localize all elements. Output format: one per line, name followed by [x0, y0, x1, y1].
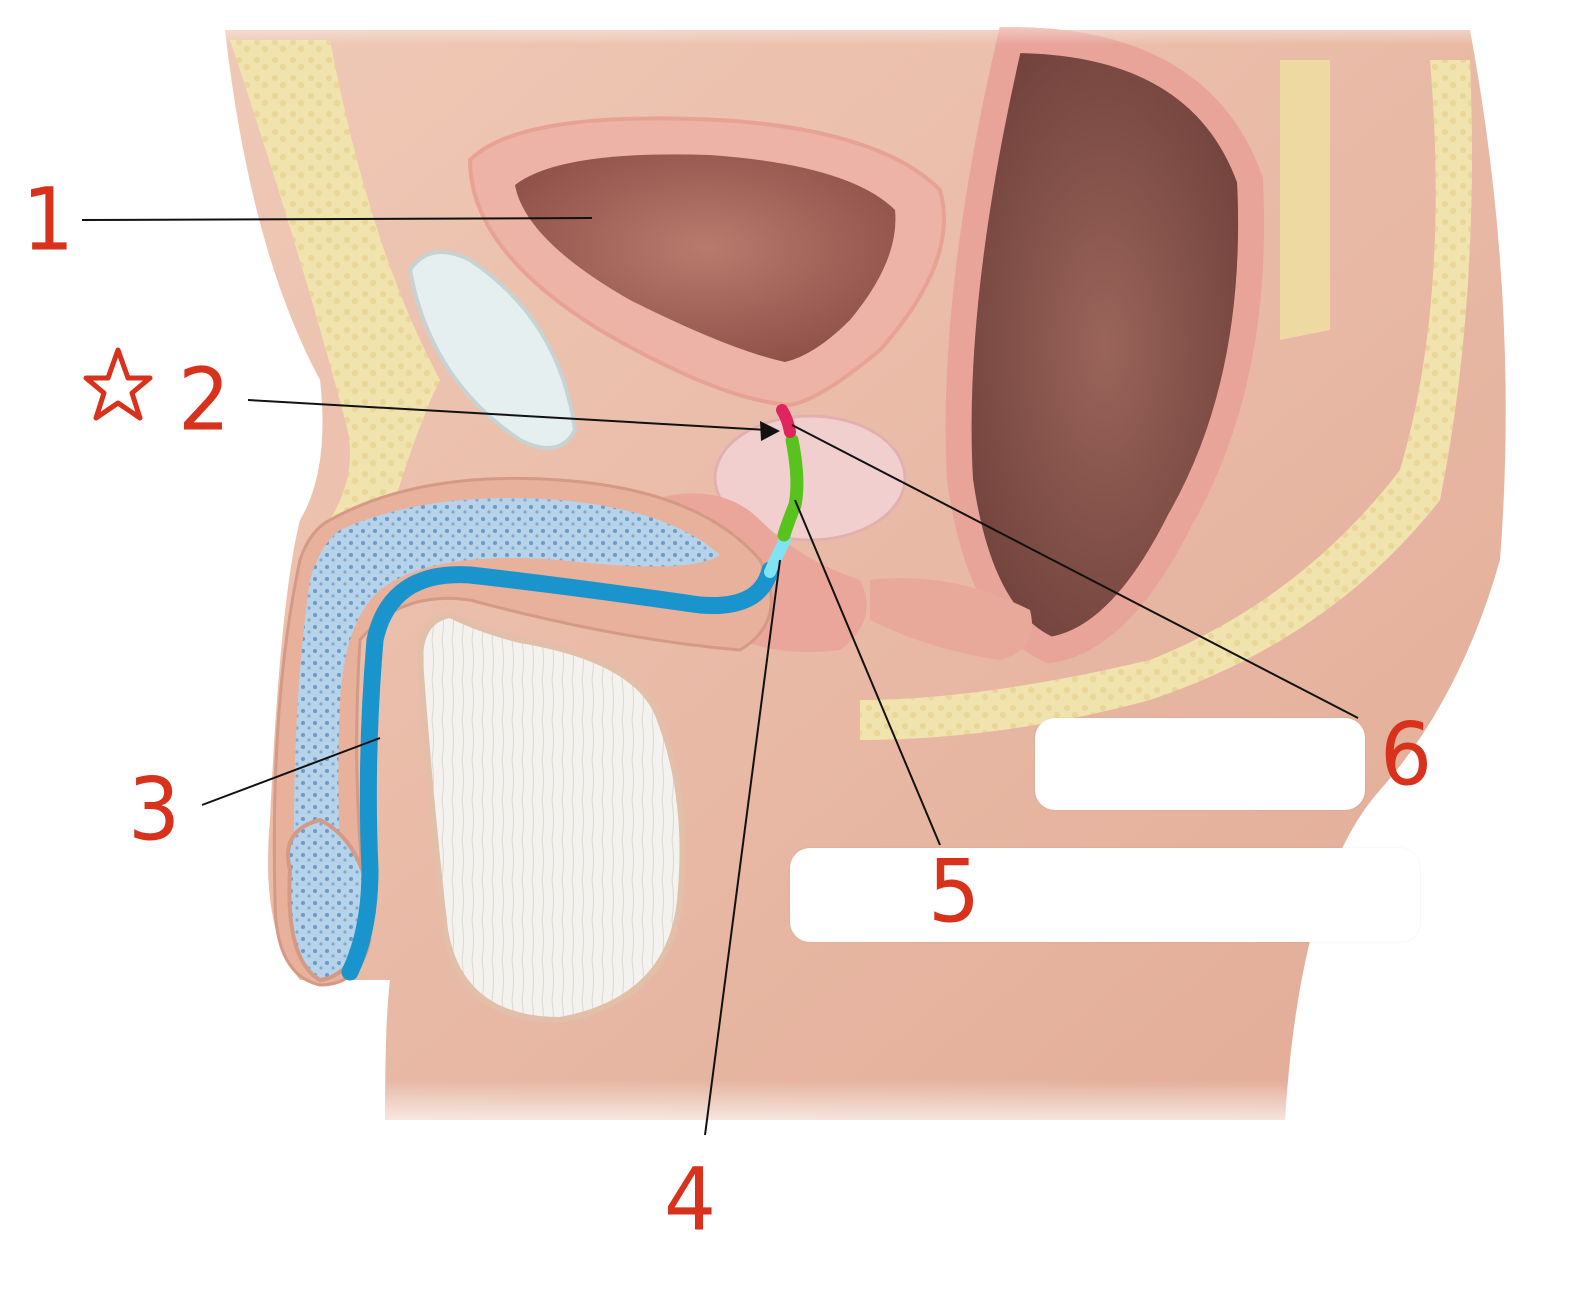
urethra-spongy-segment [341, 561, 779, 981]
urethra [341, 404, 804, 981]
label-2: 2 [178, 350, 231, 451]
subcutaneous-fat [230, 40, 1472, 740]
answer-box-5[interactable] [790, 848, 1420, 942]
urethra-membranous-segment [764, 534, 791, 578]
rectum [945, 26, 1265, 664]
label-1: 1 [22, 170, 75, 271]
answer-box-6[interactable] [1035, 718, 1365, 810]
leader-line-6 [791, 424, 1359, 719]
pubic-symphysis [407, 250, 578, 450]
leader-lines [81, 217, 1359, 1136]
leader-line-5 [794, 499, 941, 846]
leader-line-4 [704, 559, 781, 1136]
leader-line-3 [201, 737, 381, 806]
urethra-preprostatic-segment [776, 404, 796, 438]
leader-line-2-arrowhead [760, 421, 780, 441]
prostate [713, 414, 907, 542]
leader-line-2 [247, 399, 769, 431]
scrotum [416, 611, 686, 1024]
star-icon [83, 347, 153, 421]
urinary-bladder [467, 116, 946, 408]
label-5: 5 [928, 842, 981, 943]
leader-line-1 [81, 217, 593, 221]
label-4: 4 [664, 1150, 717, 1251]
label-6: 6 [1380, 705, 1433, 806]
label-3: 3 [128, 760, 181, 861]
urethra-prostatic-segment [777, 433, 804, 542]
